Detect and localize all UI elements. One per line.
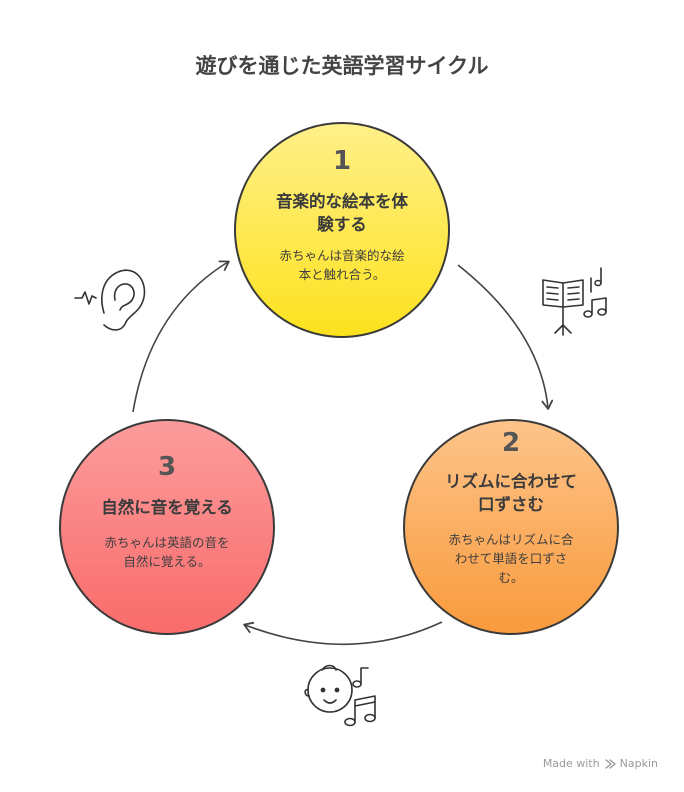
step-2-description: 赤ちゃんはリズムに合 わせて単語を口ずさ む。 [448, 532, 574, 585]
step-3-heading: 自然に音を覚える [101, 498, 233, 517]
made-with-label: Made with [542, 757, 600, 770]
step-1-circle [234, 122, 450, 338]
step-3: 3 自然に音を覚える 赤ちゃんは英語の音を 自然に覚える。 [67, 452, 267, 571]
step-3-description: 赤ちゃんは英語の音を 自然に覚える。 [104, 535, 230, 569]
step-1-number: 1 [332, 146, 352, 176]
step-2-circle [403, 419, 619, 635]
napkin-logo-icon [604, 758, 616, 769]
arrow-1-to-2 [457, 264, 554, 410]
step-1-description: 赤ちゃんは音楽的な絵 本と触れ合う。 [279, 248, 405, 282]
baby-music-notes-icon [304, 664, 376, 727]
diagram-title: 遊びを通じた英語学習サイクル [195, 54, 489, 78]
music-stand-notes-icon [542, 267, 607, 336]
step-2-number: 2 [501, 428, 521, 458]
arrow-2-to-3 [243, 621, 443, 646]
step-3-circle [59, 419, 275, 635]
napkin-brand-label: Napkin [619, 757, 658, 770]
step-1: 1 音楽的な絵本を体 験する 赤ちゃんは音楽的な絵 本と触れ合う。 [242, 146, 442, 284]
step-2: 2 リズムに合わせて 口ずさむ 赤ちゃんはリズムに合 わせて単語を口ずさ む。 [411, 428, 611, 587]
arrow-3-to-1 [132, 260, 230, 413]
step-2-heading: リズムに合わせて 口ずさむ [445, 472, 577, 514]
napkin-credit[interactable]: Made with Napkin [543, 757, 658, 770]
step-1-heading: 音楽的な絵本を体 験する [276, 192, 408, 234]
ear-sound-icon [74, 269, 146, 331]
step-3-number: 3 [157, 452, 177, 482]
